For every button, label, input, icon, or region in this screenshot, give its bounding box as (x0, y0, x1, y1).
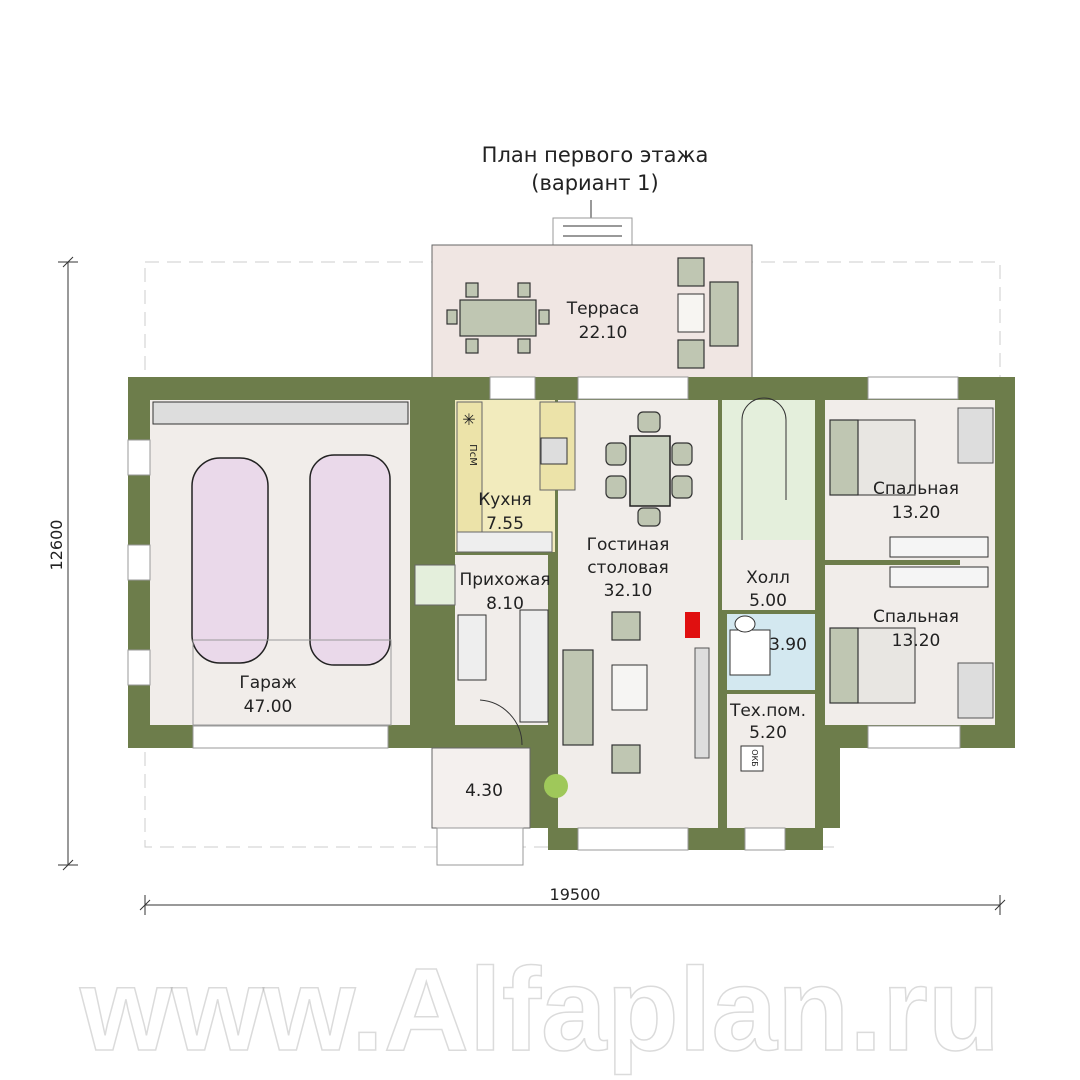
boiler-label: ОКБ (750, 749, 759, 766)
hob-icon (540, 437, 568, 465)
porch-area: 4.30 (465, 781, 503, 801)
height-label: 12600 (47, 520, 66, 571)
garage-shelving (152, 401, 409, 425)
bedroom2-area: 13.20 (892, 631, 941, 651)
car-icon (309, 454, 391, 666)
plan-title: План первого этажа (482, 143, 709, 167)
terrace: Терраса 22.10 (431, 217, 753, 379)
porch-steps (436, 827, 524, 866)
dishwasher-label: ПсМ (467, 444, 478, 466)
kitchen-name: Кухня (478, 490, 532, 510)
hall-floor (722, 540, 815, 610)
sofa (562, 649, 594, 746)
tv-unit (694, 647, 710, 759)
wardrobe (519, 609, 549, 723)
terrace-name: Терраса (566, 299, 640, 319)
hallway-area: 8.10 (486, 594, 524, 614)
armchair (611, 611, 641, 641)
car-icon (191, 457, 269, 664)
stairs (722, 400, 815, 540)
hall-name: Холл (746, 568, 790, 588)
coffee-table (611, 664, 648, 711)
shoe-cabinet (457, 614, 487, 681)
bathroom-area: 3.90 (769, 635, 807, 655)
toilet-icon (734, 615, 756, 633)
plan-subtitle: (вариант 1) (531, 171, 658, 195)
garage-area: 47.00 (244, 697, 293, 717)
armchair (677, 339, 705, 369)
watermark: www.Alfaplan.ru (79, 944, 1000, 1076)
tech-area: 5.20 (749, 723, 787, 743)
terrace-area: 22.10 (579, 323, 628, 343)
sofa (709, 281, 739, 347)
hall-area: 5.00 (749, 591, 787, 611)
desk (957, 407, 994, 464)
tech-name: Тех.пом. (729, 701, 806, 721)
porch-floor (431, 747, 531, 829)
wardrobe (889, 566, 989, 588)
garage-name: Гараж (239, 673, 296, 693)
hallway-name: Прихожая (459, 570, 550, 590)
bedroom1-area: 13.20 (892, 503, 941, 523)
dining-table (629, 435, 671, 507)
living-name2: столовая (587, 558, 669, 578)
hood-icon: ✳ (462, 410, 475, 429)
fireplace-icon (685, 612, 700, 638)
kitchen-area: 7.55 (486, 514, 524, 534)
stair-arrow (741, 397, 787, 540)
boiler (740, 745, 764, 772)
bedroom2-name: Спальная (873, 607, 959, 627)
wardrobe (889, 536, 989, 558)
terrace-steps (552, 217, 633, 247)
dimension-height: 12600 (47, 256, 78, 871)
bedroom1-name: Спальная (873, 479, 959, 499)
dimension-width: 19500 (139, 885, 1006, 915)
armchair (677, 257, 705, 287)
living-area: 32.10 (604, 581, 653, 601)
plant-icon (544, 774, 568, 798)
living-name1: Гостиная (587, 535, 670, 555)
width-label: 19500 (550, 885, 601, 904)
armchair (611, 744, 641, 774)
windows (127, 376, 961, 851)
entry-door (479, 699, 523, 746)
terrace-table (459, 299, 537, 337)
shower (729, 629, 771, 676)
desk (957, 662, 994, 719)
